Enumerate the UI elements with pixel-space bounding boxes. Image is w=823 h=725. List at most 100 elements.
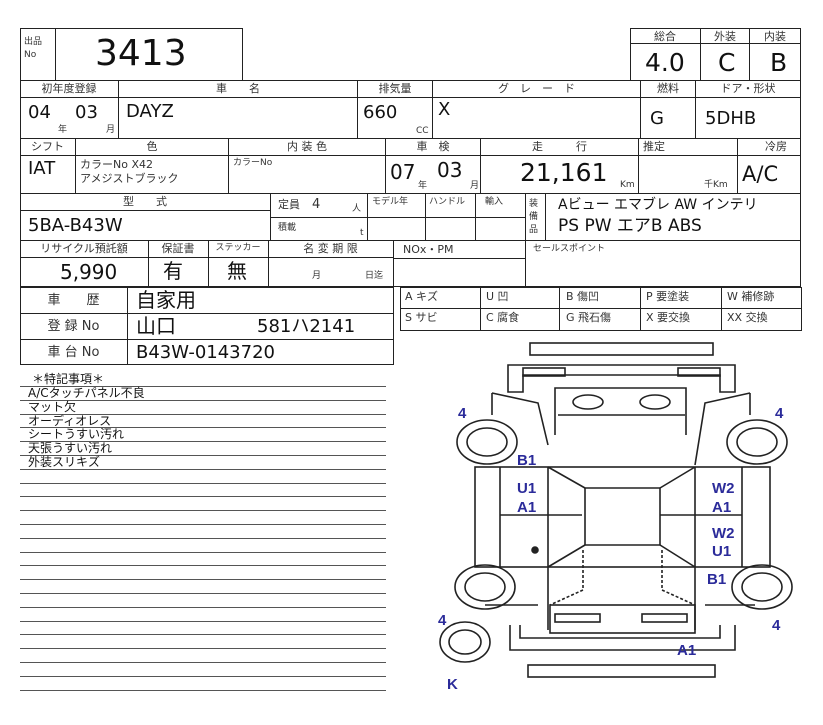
equipment-label: 装備品 — [529, 199, 539, 235]
note-line — [20, 551, 386, 553]
legend-item: B 傷凹 — [566, 290, 600, 303]
tire-front-left-icon — [456, 419, 518, 465]
note-line — [20, 662, 386, 663]
reg-label: 登 録 No — [47, 319, 100, 334]
exterior-grade-label: 外装 — [714, 30, 736, 43]
handle-label: ハンドル — [429, 197, 466, 207]
legend-item: G 飛石傷 — [566, 311, 612, 324]
first-reg-month: 03 — [75, 102, 98, 123]
damage-mark: U1 — [712, 543, 731, 560]
damage-mark: 4 — [775, 405, 784, 422]
model-label: 型 式 — [123, 195, 167, 208]
note-item: 天張うすい汚れ — [28, 441, 113, 456]
hood — [554, 387, 687, 435]
door-shape: 5DHB — [705, 108, 757, 129]
legend-item: X 要交換 — [646, 311, 691, 324]
damage-mark: U1 — [517, 480, 536, 497]
notes-title: ＊特記事項＊ — [32, 372, 105, 386]
tire-front-right-icon — [726, 419, 788, 465]
note-line — [20, 689, 386, 691]
shift: IAT — [28, 158, 56, 179]
capacity: 4 — [312, 197, 321, 212]
person-unit: 人 — [352, 204, 362, 214]
recycle-fee: 5,990 — [60, 260, 118, 284]
inspection-month: 03 — [437, 158, 463, 182]
equipment-line-1: Aビュー エマブレ AW インテリ — [558, 197, 758, 213]
cc-unit: CC — [416, 126, 429, 136]
year-unit: 年 — [58, 125, 68, 135]
damage-mark: W2 — [712, 480, 735, 497]
equipment-line-2: PS PW エアB ABS — [558, 216, 702, 236]
note-line — [20, 537, 386, 539]
exhibit-number: 3413 — [95, 33, 187, 74]
model-year-label: モデル年 — [372, 197, 409, 207]
note-line — [20, 675, 386, 677]
nox-label: NOx・PM — [403, 243, 454, 256]
capacity-label: 定員 — [278, 198, 300, 211]
note-line — [20, 441, 386, 443]
ac-label: 冷房 — [765, 140, 787, 153]
color-name: アメジストブラック — [80, 172, 179, 185]
model: 5BA-B43W — [28, 215, 123, 236]
name-change-day-unit: 日迄 — [365, 271, 384, 281]
note-line — [20, 593, 386, 594]
name-change-label: 名 変 期 限 — [303, 242, 358, 255]
displacement-label: 排気量 — [378, 82, 412, 95]
sticker-label: ステッカー — [215, 243, 261, 253]
ac: A/C — [742, 162, 779, 186]
note-line — [20, 565, 386, 567]
car-name-label: 車 名 — [216, 82, 260, 95]
history: 自家用 — [136, 288, 196, 312]
note-item: マット欠 — [28, 399, 77, 414]
history-label: 車 歴 — [47, 293, 100, 308]
note-line — [20, 413, 386, 415]
note-line — [20, 455, 386, 456]
tire-rear-left-icon — [454, 564, 516, 610]
mileage-label: 走 行 — [532, 140, 587, 153]
legend-item: U 凹 — [486, 290, 509, 303]
inspection-label: 車 検 — [416, 140, 450, 153]
interior-grade: B — [770, 48, 788, 77]
note-item: 外装スリキズ — [28, 455, 101, 469]
legend-item: C 腐食 — [486, 311, 520, 324]
overall-grade-label: 総合 — [654, 30, 676, 43]
name-change-month-unit: 月 — [312, 271, 322, 281]
note-line — [20, 468, 386, 470]
sticker: 無 — [227, 259, 247, 283]
damage-mark: K — [447, 676, 458, 693]
tire-rear-right-icon — [731, 564, 793, 610]
roof — [584, 487, 661, 546]
damage-legend — [400, 287, 802, 331]
legend-item: A キズ — [405, 290, 439, 303]
note-line — [20, 399, 386, 401]
sales-point-label: セールスポイント — [533, 244, 606, 254]
rear-bumper-bar — [527, 664, 716, 678]
interior-grade-label: 内装 — [764, 30, 786, 43]
fuel: G — [650, 108, 664, 129]
legend-item: XX 交換 — [727, 311, 768, 324]
note-line — [20, 579, 386, 581]
displacement: 660 — [363, 102, 398, 123]
damage-mark: 4 — [772, 617, 781, 634]
note-line — [20, 427, 386, 429]
damage-mark: W2 — [712, 525, 735, 542]
mileage: 21,161 — [520, 158, 608, 187]
legend-item: S サビ — [405, 311, 438, 324]
reg-number: 581ハ2141 — [257, 316, 356, 337]
rear-frame — [509, 625, 736, 651]
note-line — [20, 648, 386, 650]
note-item: オーディオレス — [28, 413, 112, 428]
interior-color-no: カラーNo — [233, 158, 273, 168]
warranty-label: 保証書 — [161, 242, 195, 255]
estimate-label: 推定 — [643, 140, 665, 153]
month-unit: 月 — [106, 125, 116, 135]
interior-color-label: 内 装 色 — [287, 140, 327, 153]
damage-mark: 4 — [438, 612, 447, 629]
spare-tire-icon — [439, 621, 491, 663]
import-label: 輸入 — [485, 197, 504, 207]
front-bumper-bar — [529, 342, 714, 356]
km-unit: Km — [620, 180, 635, 190]
color-label: 色 — [146, 140, 158, 153]
right-fender — [694, 392, 751, 466]
